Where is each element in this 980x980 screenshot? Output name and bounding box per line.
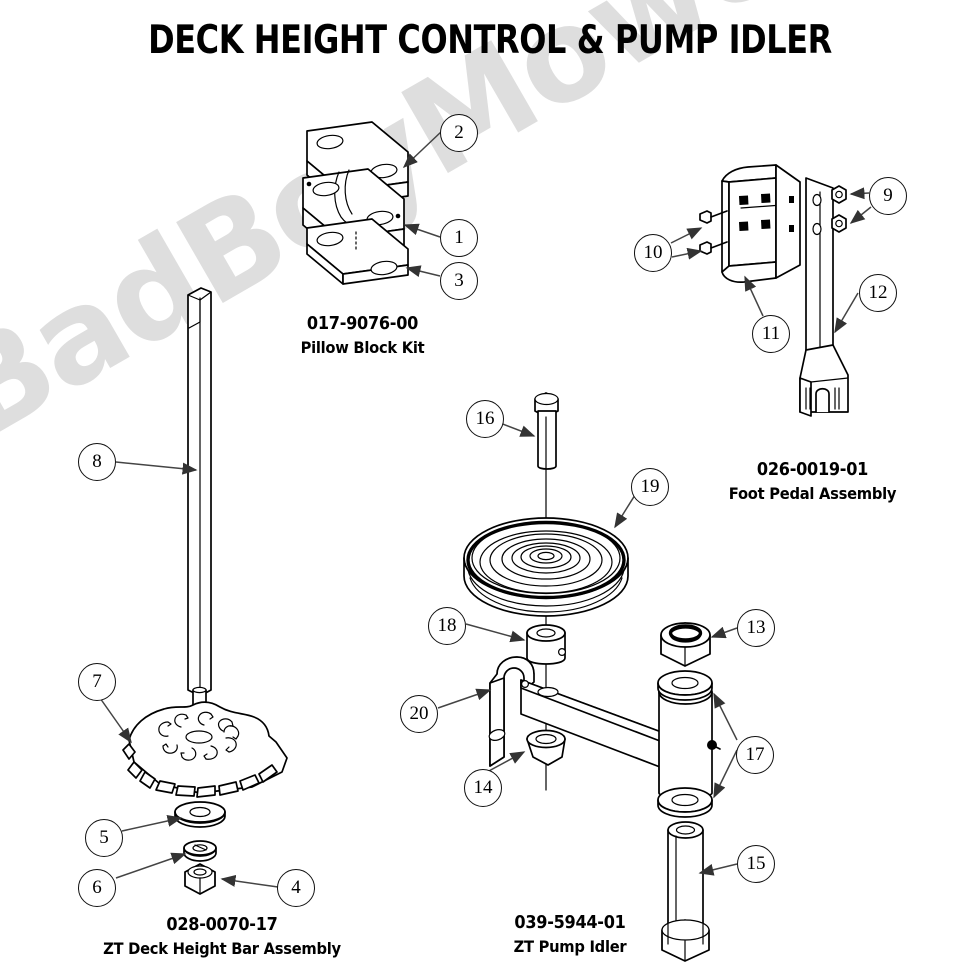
- part-number-deck-height-bar-assembly: 028-0070-17: [166, 915, 278, 935]
- callout-1[interactable]: 1: [440, 219, 478, 257]
- caption-pillow-block-kit: 017-9076-00 Pillow Block Kit: [255, 312, 470, 360]
- callout-11[interactable]: 11: [752, 315, 790, 353]
- part-name-foot-pedal-assembly: Foot Pedal Assembly: [728, 483, 897, 503]
- callout-16[interactable]: 16: [466, 400, 504, 438]
- callout-2[interactable]: 2: [440, 114, 478, 152]
- caption-deck-height-bar-assembly: 028-0070-17 ZT Deck Height Bar Assembly: [72, 913, 372, 961]
- callout-15[interactable]: 15: [737, 845, 775, 883]
- caption-foot-pedal-assembly: 026-0019-01 Foot Pedal Assembly: [705, 458, 920, 506]
- part-number-foot-pedal-assembly: 026-0019-01: [756, 460, 869, 480]
- zt-pump-idler-art: [463, 392, 721, 962]
- callout-19[interactable]: 19: [631, 468, 669, 506]
- callout-12[interactable]: 12: [859, 274, 897, 312]
- callout-4[interactable]: 4: [277, 869, 315, 907]
- callout-5[interactable]: 5: [85, 819, 123, 857]
- callout-9[interactable]: 9: [869, 177, 907, 215]
- page-title: DECK HEIGHT CONTROL & PUMP IDLER: [148, 18, 832, 63]
- part-number-pillow-block-kit: 017-9076-00: [306, 314, 419, 334]
- callout-20[interactable]: 20: [400, 695, 438, 733]
- foot-pedal-assembly-art: [699, 164, 849, 417]
- callout-7[interactable]: 7: [78, 663, 116, 701]
- caption-zt-pump-idler: 039-5944-01 ZT Pump Idler: [455, 911, 685, 959]
- part-name-zt-pump-idler: ZT Pump Idler: [513, 936, 627, 956]
- callout-10[interactable]: 10: [634, 234, 672, 272]
- part-name-deck-height-bar-assembly: ZT Deck Height Bar Assembly: [103, 938, 341, 958]
- callout-18[interactable]: 18: [428, 607, 466, 645]
- callout-13[interactable]: 13: [737, 609, 775, 647]
- part-number-zt-pump-idler: 039-5944-01: [514, 913, 626, 933]
- callout-3[interactable]: 3: [440, 262, 478, 300]
- part-name-pillow-block-kit: Pillow Block Kit: [300, 337, 425, 357]
- callout-17[interactable]: 17: [736, 736, 774, 774]
- pillow-block-kit-art: [302, 121, 409, 285]
- callout-14[interactable]: 14: [464, 769, 502, 807]
- callout-6[interactable]: 6: [78, 869, 116, 907]
- callout-8[interactable]: 8: [78, 443, 116, 481]
- deck-height-bar-art: [122, 287, 288, 895]
